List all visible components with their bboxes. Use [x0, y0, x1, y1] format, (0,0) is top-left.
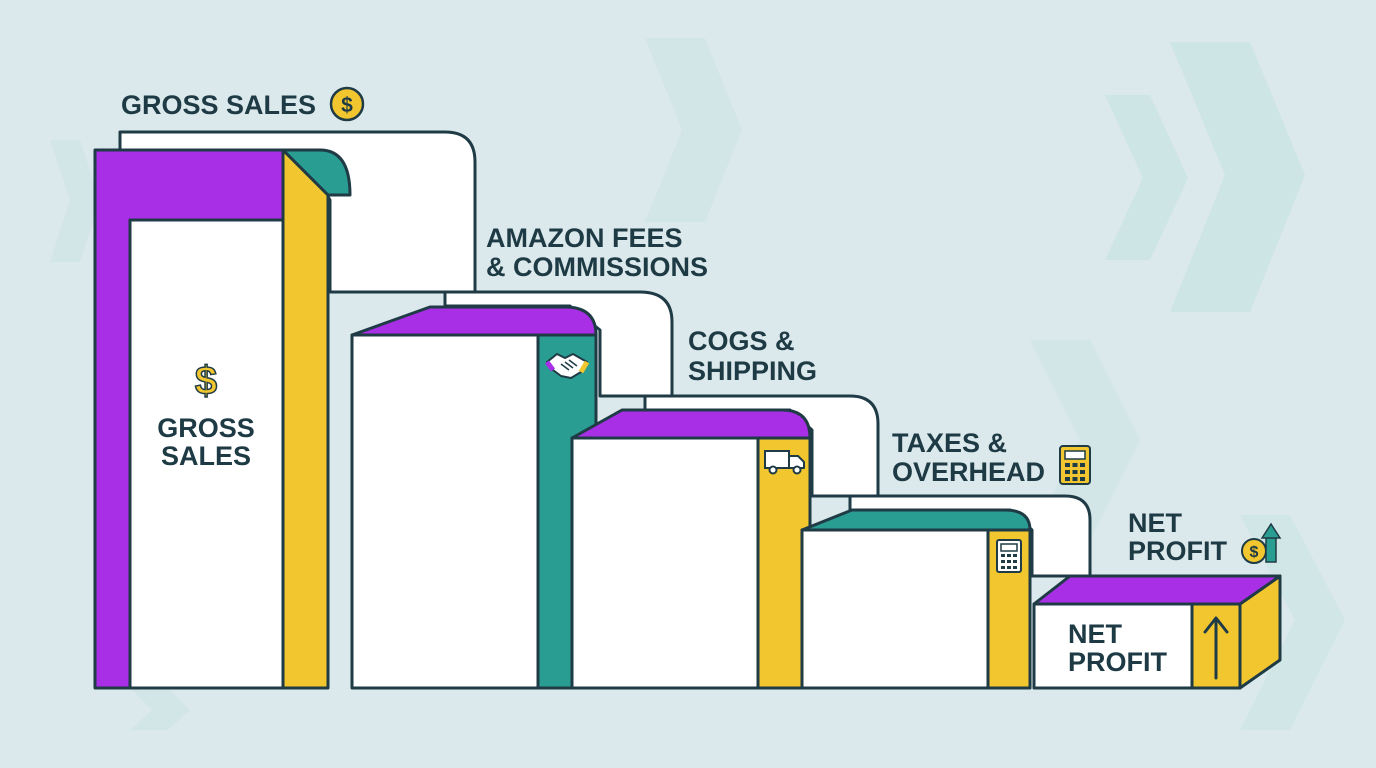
step-gross-sales: [93, 148, 352, 690]
taxes-face: [800, 528, 990, 690]
header-amazon-fees-line1: AMAZON FEES: [486, 223, 683, 253]
amazon-fees-face: [350, 333, 540, 690]
header-cogs-line2: SHIPPING: [688, 356, 817, 386]
chevron-decoration: [130, 688, 190, 730]
svg-text:$: $: [341, 94, 353, 117]
chevron-decoration: [50, 140, 100, 262]
header-cogs-line1: COGS &: [688, 326, 795, 356]
cogs-top-panel: [570, 408, 812, 440]
chevron-decoration: [1170, 42, 1305, 312]
net-profit-face: [1032, 602, 1194, 690]
gross-sales-inner-line1: GROSS: [157, 413, 255, 443]
truck-icon: [764, 450, 805, 475]
chevron-decoration: [1030, 340, 1140, 540]
gross-sales-side-panel: [281, 148, 330, 690]
chevron-decoration: [645, 38, 742, 222]
calculator-icon: [1059, 445, 1091, 485]
chevron-decoration: [1240, 515, 1345, 730]
dollar-coin-icon: $: [329, 86, 365, 122]
gross-sales-inner-line2: SALES: [161, 441, 251, 471]
header-net-profit-line2: PROFIT: [1128, 536, 1228, 566]
net-profit-inner-line1: NET: [1068, 619, 1123, 649]
coin-growth-icon: $: [1241, 522, 1282, 564]
header-net-profit-line1: NET: [1128, 508, 1183, 538]
calculator-icon: [996, 539, 1022, 573]
taxes-top-panel: [800, 508, 1032, 532]
svg-text:$: $: [195, 359, 217, 403]
header-amazon-fees-line2: & COMMISSIONS: [486, 252, 708, 282]
handshake-icon: [545, 353, 590, 379]
header-taxes-line2: OVERHEAD: [892, 457, 1045, 487]
net-profit-inner-line2: PROFIT: [1068, 647, 1168, 677]
chevron-decoration: [1105, 95, 1188, 260]
header-taxes-line1: TAXES &: [892, 428, 1007, 458]
net-profit-top-panel: [1032, 574, 1282, 606]
step-taxes-overhead: [800, 508, 1032, 690]
header-gross-sales: GROSS SALES: [121, 90, 316, 120]
up-arrow-icon: [1203, 616, 1229, 680]
background-chevrons: [50, 38, 1345, 730]
gross-sales-top-fold: [281, 148, 352, 197]
gross-sales-face: [128, 218, 285, 690]
step-net-profit: [1032, 574, 1282, 690]
cogs-face: [570, 436, 760, 690]
svg-text:$: $: [1250, 544, 1259, 561]
dollar-sign-icon: $: [194, 358, 218, 404]
amazon-fees-top-panel: [350, 305, 598, 337]
